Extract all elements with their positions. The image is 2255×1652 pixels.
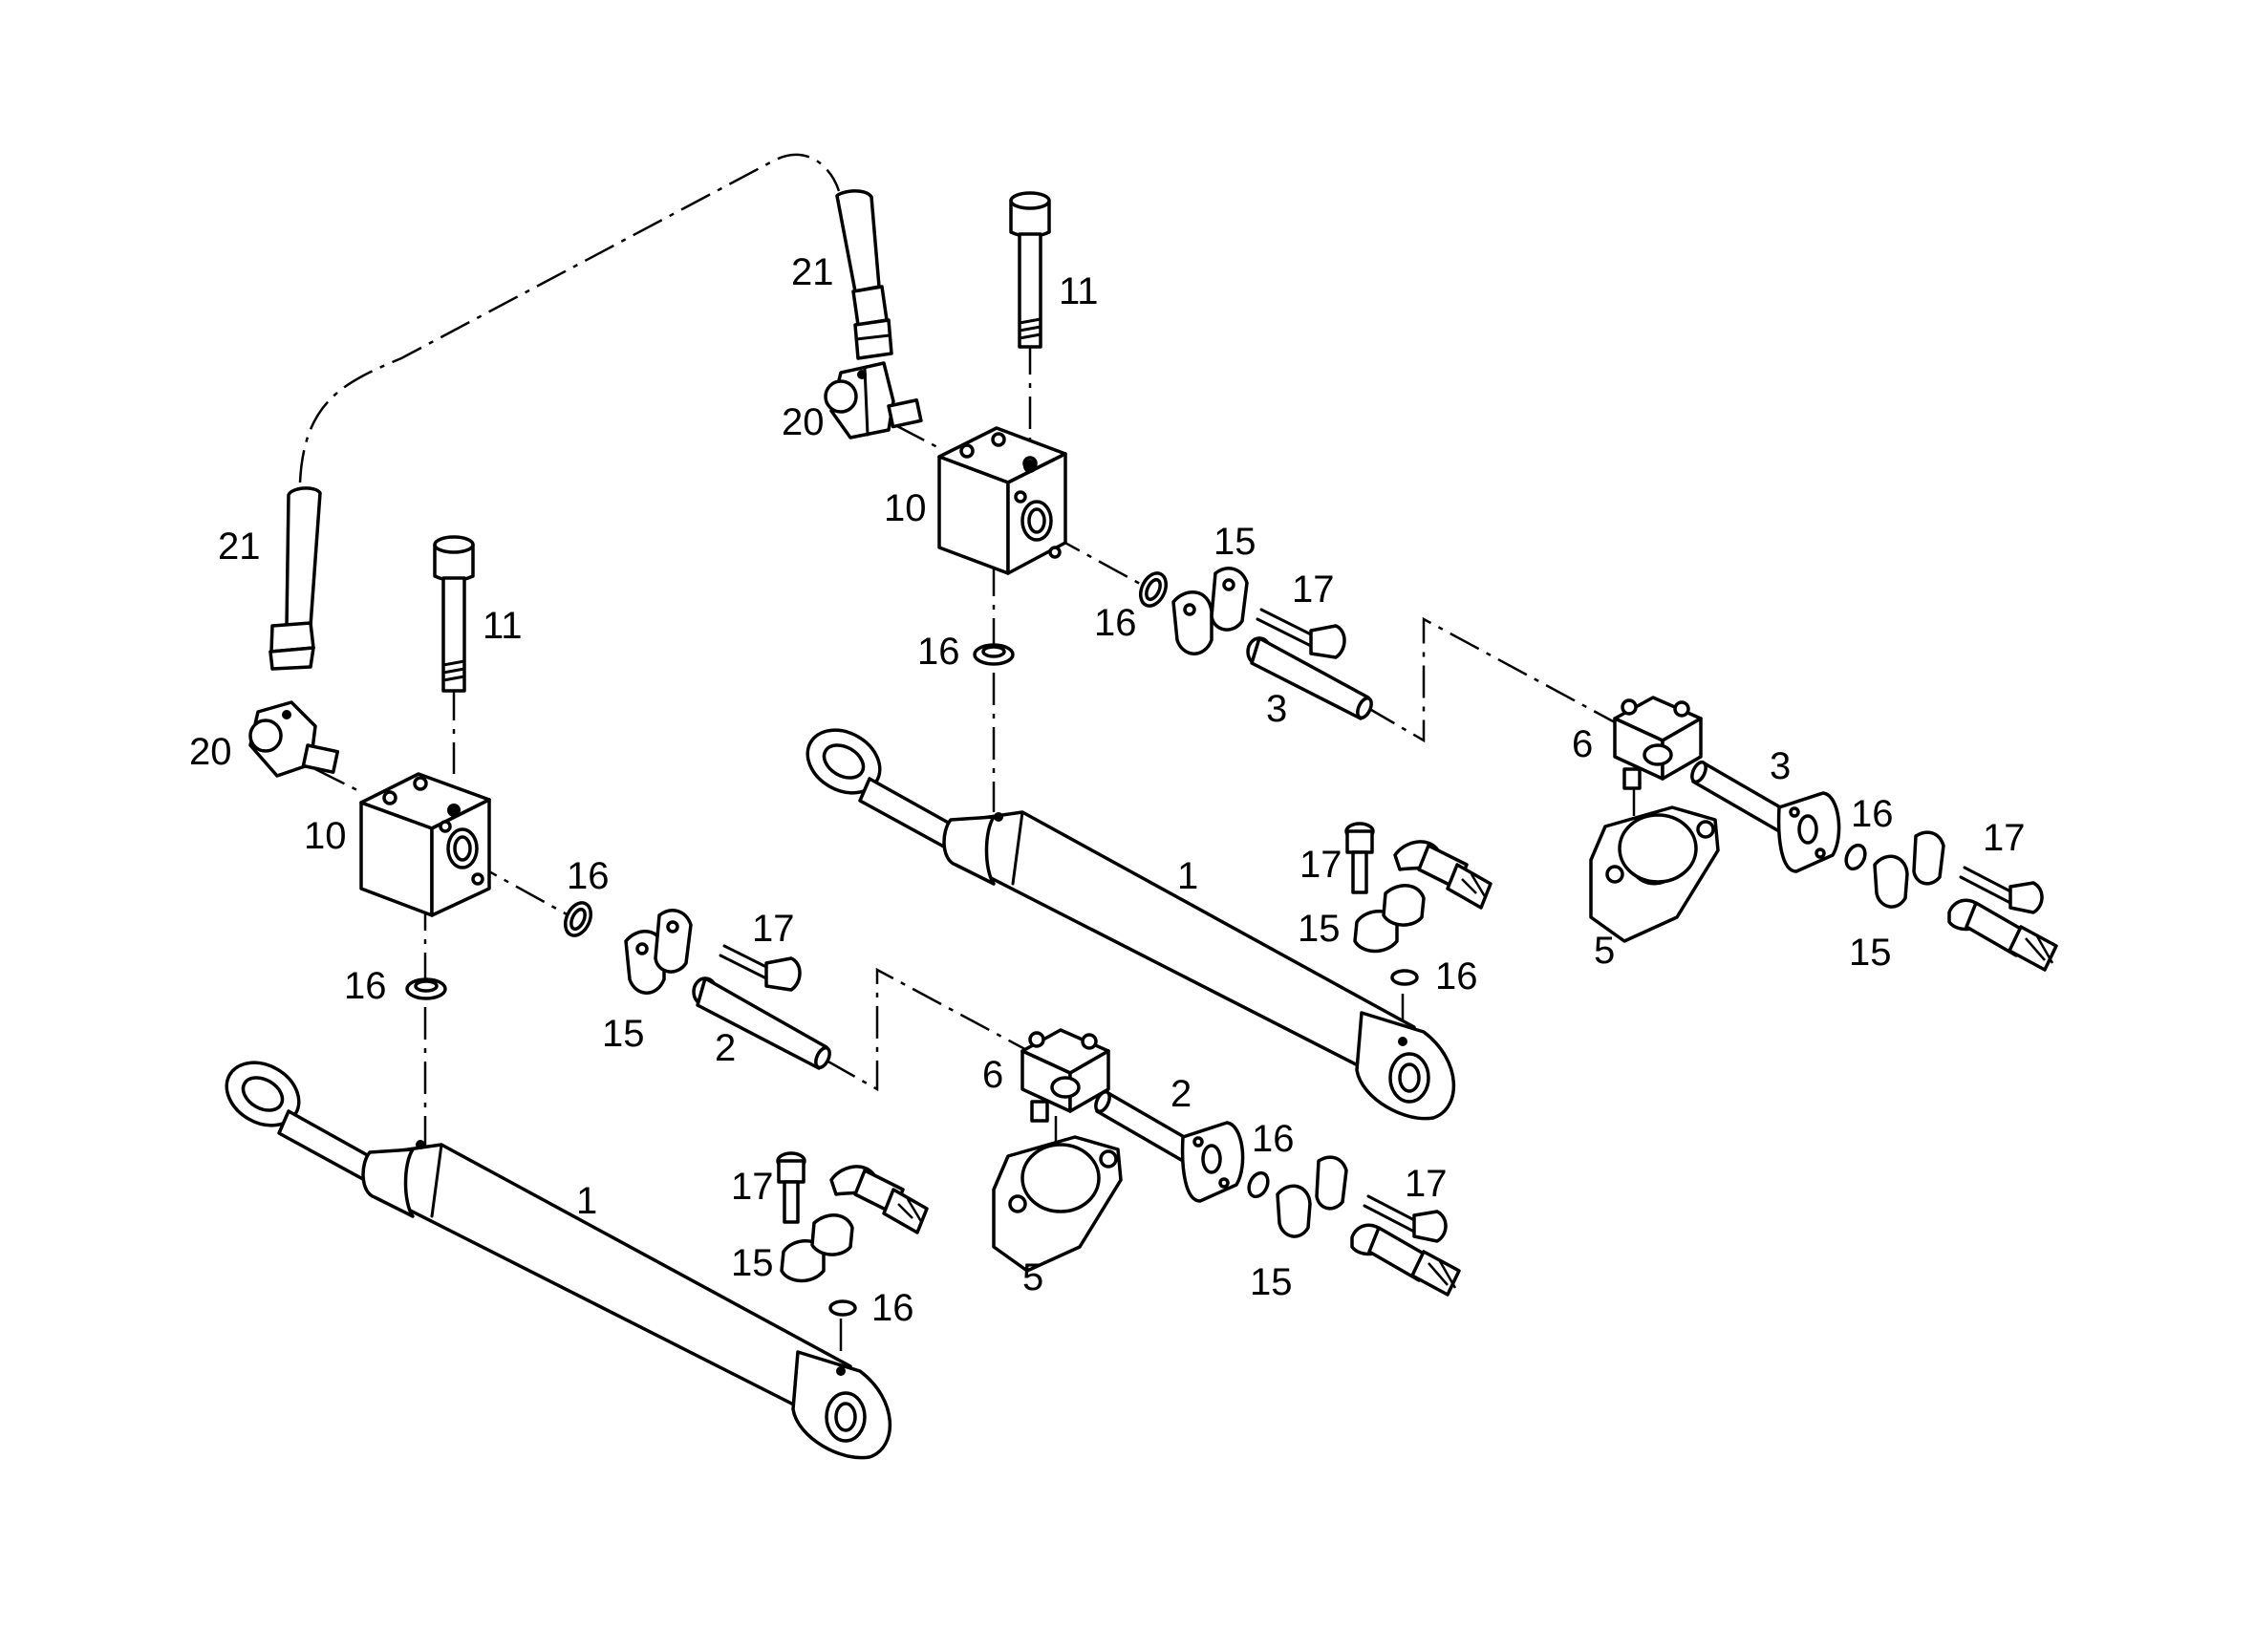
label-oring-b: 16 xyxy=(917,631,960,673)
label-flange-f: 15 xyxy=(1250,1261,1293,1303)
label-screw-d: 17 xyxy=(752,908,795,950)
pin-2-lower xyxy=(692,976,831,1070)
label-bolt-upper: 11 xyxy=(1059,270,1099,312)
label-oring-h: 16 xyxy=(871,1287,914,1329)
label-bracket-lower: 5 xyxy=(1022,1256,1043,1298)
part-number-labels: 21 21 20 20 10 10 11 11 1 1 3 3 2 2 6 6 … xyxy=(189,251,2026,1329)
cylinder-upper xyxy=(805,728,1455,1121)
hose-upper xyxy=(835,189,893,360)
cylinder-lower xyxy=(225,1061,891,1460)
label-oring-c: 16 xyxy=(1851,793,1894,835)
label-pin-upper: 3 xyxy=(1266,688,1287,730)
bracket-5-lower xyxy=(992,1135,1123,1273)
label-flange-e: 15 xyxy=(731,1242,774,1284)
flange-halves xyxy=(624,567,1945,1283)
valve-block-upper xyxy=(937,426,1067,575)
label-flange-d: 15 xyxy=(602,1013,645,1055)
label-hose-lower: 21 xyxy=(218,526,261,568)
elbow-fitting-upper xyxy=(824,361,923,440)
label-oring-g: 16 xyxy=(1252,1118,1295,1160)
label-screw-c: 17 xyxy=(1983,817,2026,859)
valve-block-lower xyxy=(359,772,491,917)
label-elbow-lower: 20 xyxy=(189,731,232,773)
label-block-upper: 10 xyxy=(884,487,927,529)
label-block-lower: 10 xyxy=(304,815,347,857)
pin-3-with-flange xyxy=(1690,760,1841,873)
bolt-lower xyxy=(433,535,475,693)
elbow-fitting-lower xyxy=(248,700,340,778)
bolt-upper xyxy=(1009,191,1051,349)
label-flange-a: 15 xyxy=(1213,521,1256,563)
label-screw-a: 17 xyxy=(1292,569,1335,611)
hose-fittings xyxy=(829,840,2058,1297)
label-oring-d: 16 xyxy=(1435,955,1478,998)
clamp-6-lower xyxy=(1020,1028,1110,1123)
label-bracket-upper: 5 xyxy=(1594,930,1615,972)
clamp-6-upper xyxy=(1613,696,1703,790)
label-screw-b: 17 xyxy=(1299,844,1342,886)
label-oring-f: 16 xyxy=(344,965,387,1007)
label-cylinder-upper: 1 xyxy=(1177,855,1198,897)
label-pin-lower: 2 xyxy=(715,1027,736,1069)
pin-2-with-flange xyxy=(1094,1089,1245,1203)
bracket-5-upper xyxy=(1589,805,1720,943)
hose-lower xyxy=(268,486,322,671)
screws xyxy=(719,608,2044,1243)
label-oring-e: 16 xyxy=(567,855,610,897)
pin-3-upper xyxy=(1246,636,1373,720)
o-rings xyxy=(405,571,1867,1317)
label-cylinder-lower: 1 xyxy=(576,1180,597,1222)
label-clamp-lower: 6 xyxy=(982,1054,1003,1096)
label-oring-a: 16 xyxy=(1094,602,1137,644)
label-bolt-lower: 11 xyxy=(483,605,523,647)
label-flange-c: 15 xyxy=(1298,908,1341,950)
label-flange-b: 15 xyxy=(1849,932,1892,974)
label-pin-upper-b: 3 xyxy=(1770,745,1791,787)
label-screw-f: 17 xyxy=(1405,1163,1448,1205)
label-elbow-upper: 20 xyxy=(782,401,825,443)
label-pin-lower-b: 2 xyxy=(1170,1073,1192,1115)
label-hose-upper: 21 xyxy=(791,251,834,293)
label-clamp-upper: 6 xyxy=(1572,723,1593,765)
label-screw-e: 17 xyxy=(731,1166,774,1208)
